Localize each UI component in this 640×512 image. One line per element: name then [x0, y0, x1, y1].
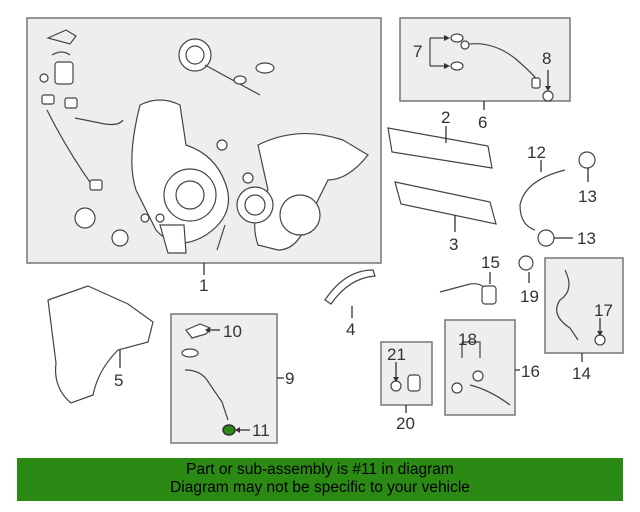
oil-return-pipe-box: [170, 313, 278, 444]
manifold-gasket: [387, 127, 493, 169]
oil-return-pipe-group: [170, 313, 278, 444]
callout-21: 21: [387, 345, 406, 364]
callout-20: 20: [396, 414, 415, 433]
callout-13-upper: 13: [578, 187, 597, 206]
callout-7: 7: [413, 42, 422, 61]
fitting-group: [380, 341, 433, 406]
heat-shield: [47, 285, 154, 404]
coolant-hose: [519, 169, 566, 231]
heat-shield-bracket: [324, 269, 376, 305]
banner-line-1: Part or sub-assembly is #11 in diagram: [186, 461, 454, 478]
info-banner: Part or sub-assembly is #11 in diagram D…: [17, 458, 623, 501]
callout-15: 15: [481, 253, 500, 272]
callout-19: 19: [520, 287, 539, 306]
callout-17: 17: [594, 301, 613, 320]
callout-14: 14: [572, 364, 591, 383]
coolant-pipe-group: [544, 257, 624, 354]
water-return-group: [444, 319, 516, 416]
banner-line-2: Diagram may not be specific to your vehi…: [170, 479, 470, 496]
part-11-seal: [222, 424, 236, 436]
callout-6: 6: [478, 113, 487, 132]
callout-9: 9: [285, 369, 294, 388]
callout-1: 1: [199, 276, 208, 295]
fitting-box: [380, 341, 433, 406]
callout-2: 2: [441, 108, 450, 127]
callout-18: 18: [458, 330, 477, 349]
oil-feed-pipe-box: [399, 17, 571, 102]
water-return-box: [444, 319, 516, 416]
intake-gasket: [394, 181, 497, 225]
oil-feed-pipe-group: [399, 17, 571, 102]
callout-13-lower: 13: [577, 229, 596, 248]
turbocharger-assembly-group: [26, 17, 382, 264]
callout-12: 12: [527, 143, 546, 162]
water-pipe: [439, 283, 489, 293]
callout-3: 3: [449, 235, 458, 254]
callout-8: 8: [542, 49, 551, 68]
coolant-pipe-box: [544, 257, 624, 354]
callout-16: 16: [521, 362, 540, 381]
callout-5: 5: [114, 371, 123, 390]
parts-diagram: 1 7 8 6 2 3 12 13 13 4 5 15: [26, 17, 624, 444]
callout-4: 4: [346, 320, 355, 339]
callout-11: 11: [252, 421, 270, 440]
callout-10: 10: [223, 322, 242, 341]
